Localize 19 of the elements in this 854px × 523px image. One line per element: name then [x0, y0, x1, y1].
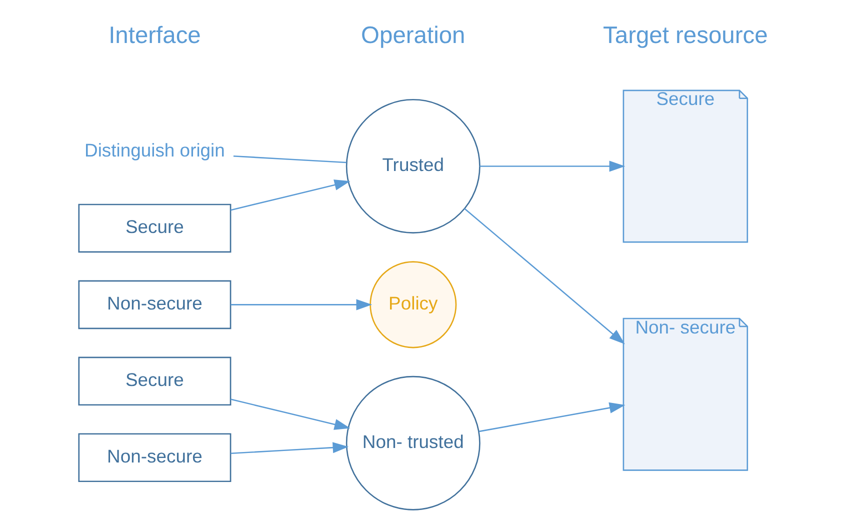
label: Target resource — [603, 22, 768, 49]
node-circle: Policy — [370, 261, 457, 348]
node-circle: Trusted — [346, 99, 480, 234]
label: Operation — [361, 22, 466, 49]
node-box: Secure — [78, 204, 232, 253]
node-box: Non-secure — [78, 433, 232, 482]
arrow — [230, 299, 372, 310]
arrow — [478, 402, 626, 432]
arrow — [230, 180, 350, 211]
node-text: Distinguish origin — [84, 140, 225, 161]
label: Interface — [108, 22, 201, 49]
connector — [233, 155, 346, 164]
arrow — [480, 160, 626, 172]
arrow — [230, 442, 349, 454]
arrow — [464, 208, 625, 344]
node-box: Non-secure — [78, 280, 232, 330]
node-circle: Non- trusted — [346, 376, 480, 510]
node-box: Secure — [78, 356, 232, 406]
arrow — [230, 398, 350, 430]
